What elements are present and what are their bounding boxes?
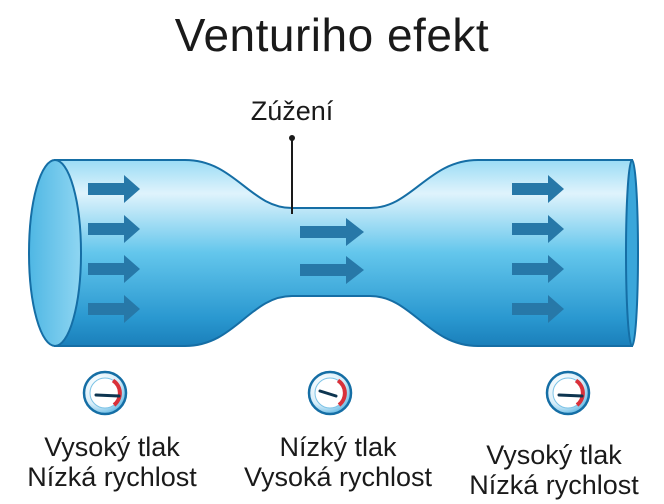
flow-arrow xyxy=(300,256,364,284)
flow-arrow xyxy=(512,255,564,283)
constriction-label: Zúžení xyxy=(250,96,334,126)
section-caption-right: Vysoký tlak Nízká rychlost xyxy=(444,440,664,500)
flow-arrow xyxy=(88,255,140,283)
pressure-gauge-icon xyxy=(307,370,353,416)
flow-arrow xyxy=(88,215,140,243)
venturi-tube xyxy=(54,159,633,347)
velocity-label: Vysoká rychlost xyxy=(243,462,433,492)
flow-arrow xyxy=(88,295,140,323)
flow-arrows-left xyxy=(88,175,140,323)
flow-arrow xyxy=(512,175,564,203)
flow-arrows-middle xyxy=(300,218,364,284)
tube-inlet-opening xyxy=(28,159,82,347)
diagram-title: Venturiho efekt xyxy=(174,9,490,61)
velocity-label: Nízká rychlost xyxy=(27,462,197,492)
pressure-label: Vysoký tlak xyxy=(44,432,180,462)
pressure-label: Nízký tlak xyxy=(279,432,397,462)
section-caption-left: Vysoký tlak Nízká rychlost xyxy=(2,432,222,492)
section-caption-middle: Nízký tlak Vysoká rychlost xyxy=(228,432,448,492)
pressure-gauge-icon xyxy=(545,370,591,416)
flow-arrows-right xyxy=(512,175,564,323)
flow-arrow xyxy=(88,175,140,203)
flow-arrow xyxy=(512,295,564,323)
flow-arrow xyxy=(300,218,364,246)
constriction-pointer-dot xyxy=(289,135,295,141)
tube-outlet-rim xyxy=(625,159,639,347)
pressure-gauge-icon xyxy=(82,370,128,416)
pressure-label: Vysoký tlak xyxy=(486,440,622,470)
velocity-label: Nízká rychlost xyxy=(469,470,639,500)
flow-arrow xyxy=(512,215,564,243)
